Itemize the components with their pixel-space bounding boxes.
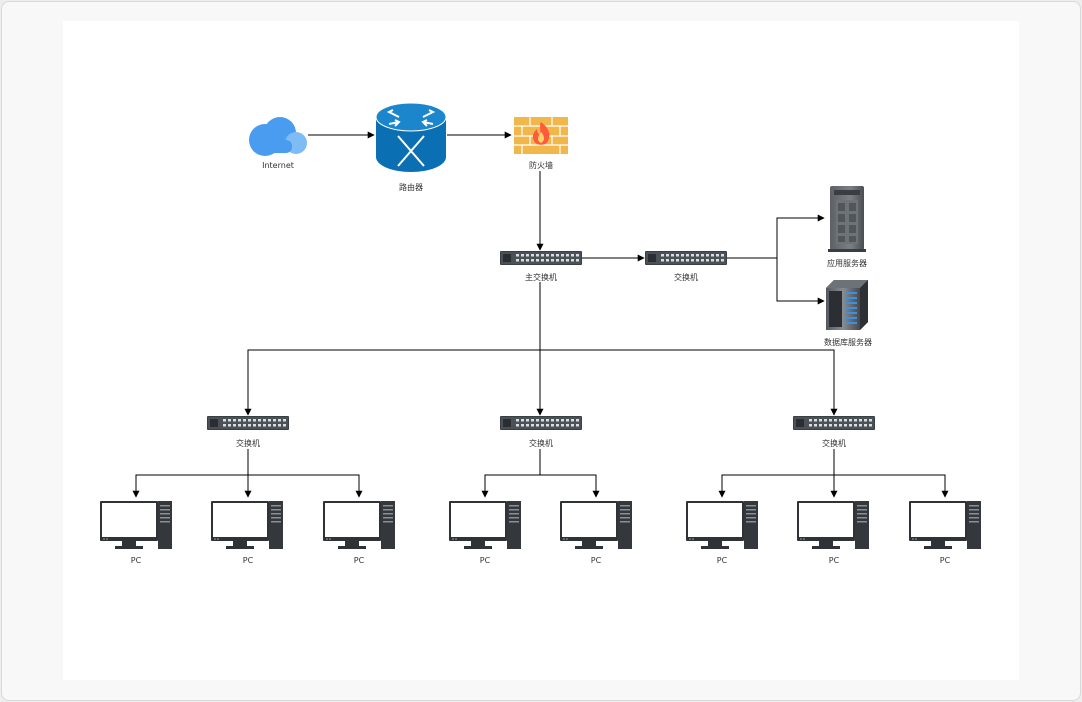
edge-left-pc1: [132, 474, 248, 498]
pc-icon: [686, 501, 758, 549]
cloud-icon: [249, 117, 307, 156]
switch-right-icon: [793, 416, 875, 430]
pc-icon: [211, 501, 283, 549]
switch-left-icon: [207, 416, 289, 430]
switch-right-label: 交换机: [822, 438, 846, 448]
switch-center-label: 交换机: [529, 438, 553, 448]
edge-right-pc3: [834, 474, 949, 498]
router-icon: [375, 102, 447, 172]
pc-label: PC: [243, 556, 254, 565]
router-label: 路由器: [399, 182, 423, 192]
edge-mainswitch-right: [540, 349, 838, 416]
pc-icon: [323, 501, 395, 549]
pc-icon: [909, 501, 981, 549]
switch-center-icon: [500, 416, 582, 430]
pc-icon: [449, 501, 521, 549]
edge-center-pc1: [481, 474, 540, 498]
firewall-label: 防火墙: [529, 160, 553, 170]
app-server-icon: [828, 186, 866, 252]
db-server-icon: [826, 280, 868, 330]
switch-left-label: 交换机: [236, 438, 260, 448]
edge-mainswitch-left: [244, 349, 540, 416]
server-switch-label: 交换机: [674, 272, 698, 282]
edge-right-pc1: [718, 474, 834, 498]
pc-label: PC: [717, 556, 728, 565]
db-server-label: 数据库服务器: [824, 337, 872, 347]
edge-switch-dbserver: [776, 258, 825, 305]
pc-label: PC: [940, 556, 951, 565]
internet-label: Internet: [262, 161, 294, 170]
pc-label: PC: [591, 556, 602, 565]
pc-icon: [560, 501, 632, 549]
main-switch-icon: [500, 251, 582, 265]
edge-left-pc3: [248, 474, 363, 498]
server-switch-icon: [645, 251, 727, 265]
firewall-icon: [514, 117, 568, 154]
connectors: [132, 131, 949, 498]
pc-icon: [797, 501, 869, 549]
edge-center-pc2: [540, 474, 600, 498]
edge-switch-appserver: [726, 214, 825, 259]
pc-label: PC: [131, 556, 142, 565]
pc-icon: [100, 501, 172, 549]
pc-label: PC: [480, 556, 491, 565]
pc-label: PC: [829, 556, 840, 565]
main-switch-label: 主交换机: [525, 272, 557, 282]
app-server-label: 应用服务器: [827, 258, 867, 268]
pc-label: PC: [354, 556, 365, 565]
